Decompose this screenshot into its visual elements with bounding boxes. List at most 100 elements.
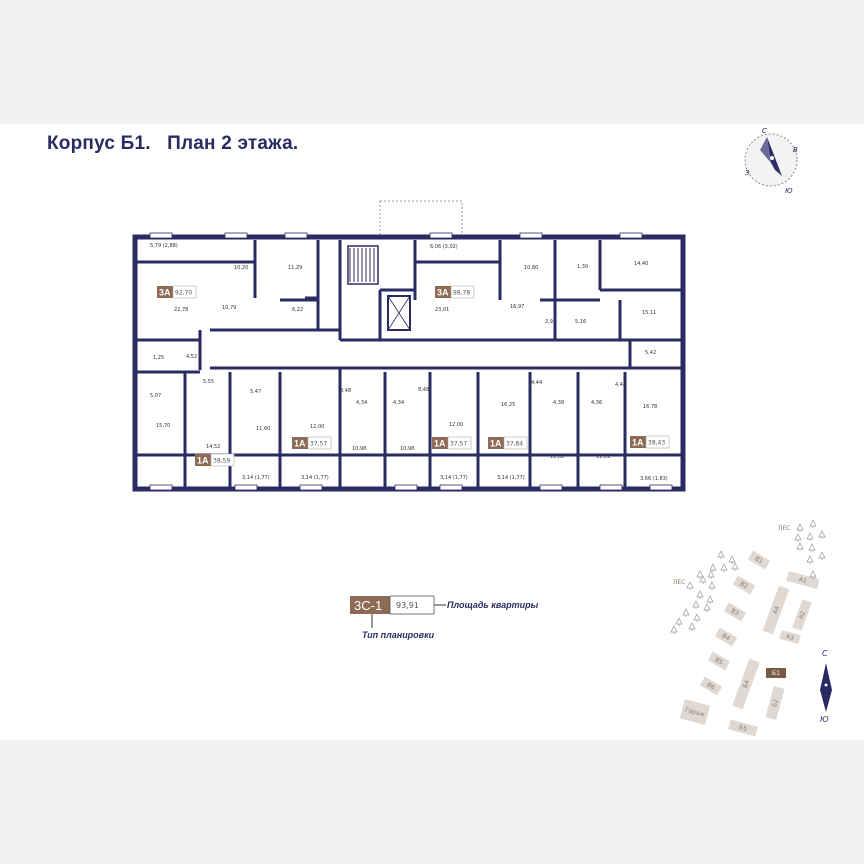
site-building-label: В4 (721, 632, 732, 642)
room-area-label: 8,48 (418, 387, 429, 393)
tree-icon (709, 563, 717, 572)
site-building: В3 (723, 602, 747, 622)
tree-icon (809, 519, 817, 528)
room-area-label: 11,60 (256, 426, 270, 432)
room-area-label: 3,14 (1,77) (301, 475, 329, 481)
room-area-label: 23,01 (435, 307, 449, 313)
apartment-type: 1А (294, 439, 306, 449)
room-area-label: 14,52 (206, 444, 220, 450)
site-building-current: Б1 (766, 668, 786, 678)
apartment-area: 38,59 (213, 458, 230, 465)
apartment-type: 1А (490, 439, 502, 449)
room-area-label: 1,30 (577, 264, 588, 270)
tree-icon (708, 581, 716, 590)
tree-icon (682, 608, 690, 617)
tree-icon (728, 555, 736, 564)
tree-icon (806, 532, 814, 541)
tree-icon (794, 533, 802, 542)
site-building-label: В1 (754, 555, 765, 565)
site-building-label: В5 (714, 656, 725, 666)
room-area-label: 22,78 (174, 307, 188, 313)
room-area-label: 5,16 (575, 319, 586, 325)
room-area-label: 4,44 (615, 382, 626, 388)
room-area-label: 8,48 (340, 388, 351, 394)
room-area-label: 6,22 (292, 307, 303, 313)
compass-north: С (762, 127, 767, 135)
apartment-area: 92,70 (175, 290, 192, 297)
forest-label: ЛЕС (778, 525, 791, 532)
site-building-label: В3 (730, 607, 741, 617)
room-area-label: 10,98 (352, 446, 366, 452)
site-building-label: А4 (772, 605, 781, 615)
room-area-label: 4,34 (393, 400, 404, 406)
room-area-label: 12,00 (310, 424, 324, 430)
apartment-area: 98,78 (453, 290, 470, 297)
room-area-label: 3,14 (1,77) (242, 475, 270, 481)
page-title: Корпус Б1. План 2 этажа. (47, 133, 299, 154)
room-area-label: 15,70 (156, 423, 170, 429)
apartment-area: 37,57 (450, 441, 467, 448)
site-building: А1 (786, 571, 820, 589)
site-building: В5 (707, 651, 731, 671)
room-area-label: 3,66 (1,83) (640, 476, 668, 482)
room-area-label: 14,40 (634, 261, 648, 267)
tree-icon (808, 543, 816, 552)
site-building: А3 (779, 630, 801, 644)
room-area-label: 11,02 (596, 454, 610, 460)
room-area-label: 4,36 (591, 400, 602, 406)
apartment-area: 37,57 (310, 441, 327, 448)
tree-icon (692, 600, 700, 609)
site-building-label: В2 (739, 580, 750, 590)
site-building: А2 (792, 599, 812, 631)
apartment-badge[interactable]: 1А 37,57 (292, 436, 332, 450)
building-walls (132, 232, 686, 492)
room-area-label: 5,07 (150, 393, 161, 399)
site-building: В4 (714, 627, 738, 647)
room-area-label: 11,02 (550, 454, 564, 460)
tree-icon (696, 570, 704, 579)
site-building-label: А1 (798, 576, 808, 585)
apartment-badge[interactable]: 1А 38,43 (630, 435, 670, 449)
north-arrow-icon: С Ю (820, 649, 832, 724)
site-building: Гараж (679, 698, 711, 726)
tree-icon (686, 581, 694, 590)
legend-type: 3С-1 (354, 598, 382, 613)
site-building-label: Б4 (742, 679, 751, 689)
compass-icon: С В З Ю (744, 127, 798, 195)
room-area-label: 5,42 (645, 350, 656, 356)
compass-south: Ю (785, 187, 793, 195)
tree-icon (670, 625, 678, 634)
room-area-label: 5,79 (2,88) (150, 243, 178, 249)
legend-area-label: Площадь квартиры (447, 600, 539, 610)
room-area-label: 6,06 (3,02) (430, 244, 458, 250)
tree-icon (720, 563, 728, 572)
room-area-label: 1,25 (153, 355, 164, 361)
site-building: В2 (732, 575, 756, 595)
tree-icon (699, 575, 707, 584)
entrance-canopy (379, 200, 463, 237)
apartment-area: 38,43 (648, 440, 665, 447)
site-building-label: Б5 (738, 724, 748, 733)
site-north: С (822, 649, 828, 658)
tree-icon (818, 530, 826, 539)
room-area-label: 10,79 (222, 305, 236, 311)
tree-icon (688, 622, 696, 631)
site-building: В1 (747, 550, 771, 570)
tree-icon (796, 523, 804, 532)
apartment-type: 1А (632, 438, 644, 448)
room-area-label: 15,11 (642, 310, 656, 316)
room-area-label: 3,14 (1,77) (497, 475, 525, 481)
room-area-label: 4,52 (186, 354, 197, 360)
compass-west: З (745, 169, 750, 177)
legend-type-label: Тип планировки (362, 630, 435, 640)
room-area-label: 16,97 (510, 304, 524, 310)
site-building-label: А3 (785, 633, 795, 642)
